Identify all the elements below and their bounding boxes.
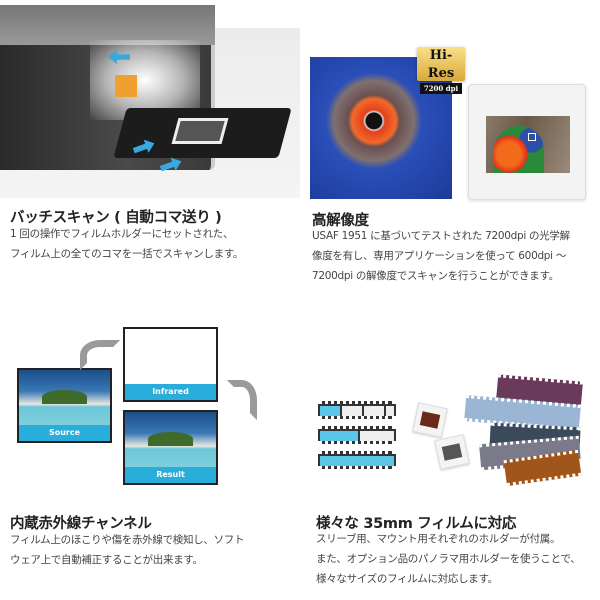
hi-res-badge: Hi-Res 7200 dpi [417,47,465,94]
section-title-film-support: 様々な 35mm フィルムに対応 [316,516,517,532]
sensor-icon [115,75,137,97]
result-image: Result [123,410,218,485]
section-title-high-res: 高解像度 [312,213,369,229]
section-desc-infrared: フィルム上のほこりや傷を赤外線で検知し、ソフト ウェア上で自動補正することが出来… [10,530,244,570]
parrot-photo [486,116,570,173]
source-image: Source [17,368,112,443]
film-holder-diagram [318,426,396,444]
film-holder-diagram [318,451,396,469]
desc-line: 様々なサイズのフィルムに対応します。 [316,573,498,585]
infrared-image: Infrared [123,327,218,402]
desc-line: 1 回の操作でフィルムホルダーにセットされた、 [10,228,234,240]
slide-mount [412,402,448,438]
section-title-batch-scan: バッチスキャン ( 自動コマ送り ) [10,210,222,226]
slide-mount [434,434,470,470]
curved-arrow-icon [227,380,257,420]
desc-line: また、オプション品のパノラマ用ホルダーを使うことで、 [316,553,581,565]
desc-line: USAF 1951 に基づいてテストされた 7200dpi の光学解 [312,230,570,242]
infrared-caption: Infrared [125,384,216,400]
island [41,390,88,404]
parrot [494,126,544,173]
desc-line: ウェア上で自動補正することが出来ます。 [10,554,203,566]
desc-line: 像度を有し、専用アプリケーションを使って 600dpi ～ [312,250,567,262]
island [147,432,194,446]
badge-dpi: 7200 dpi [420,83,462,94]
mounted-slide-image [468,84,586,200]
section-desc-batch-scan: 1 回の操作でフィルムホルダーにセットされた、 フィルム上の全てのコマを一括でス… [10,224,243,264]
scanner-light [90,40,200,120]
curved-arrow-icon [80,340,120,370]
film-frame [171,118,229,144]
section-desc-high-res: USAF 1951 に基づいてテストされた 7200dpi の光学解 像度を有し… [312,226,570,286]
desc-line: フィルム上のほこりや傷を赤外線で検知し、ソフト [10,534,245,546]
result-caption: Result [125,467,216,483]
source-caption: Source [19,425,110,441]
badge-title: Hi-Res [427,48,455,81]
desc-line: 7200dpi の解像度でスキャンを行うことができます。 [312,270,559,282]
desc-line: スリーブ用、マウント用それぞれのホルダーが付属。 [316,533,561,545]
section-desc-film-support: スリーブ用、マウント用それぞれのホルダーが付属。 また、オプション品のパノラマ用… [316,529,581,589]
film-holder-diagram [318,401,396,419]
zoom-box [528,133,536,141]
desc-line: フィルム上の全てのコマを一括でスキャンします。 [10,248,244,260]
section-title-infrared: 内蔵赤外線チャンネル [10,516,152,532]
scanner-cutaway [0,5,215,45]
